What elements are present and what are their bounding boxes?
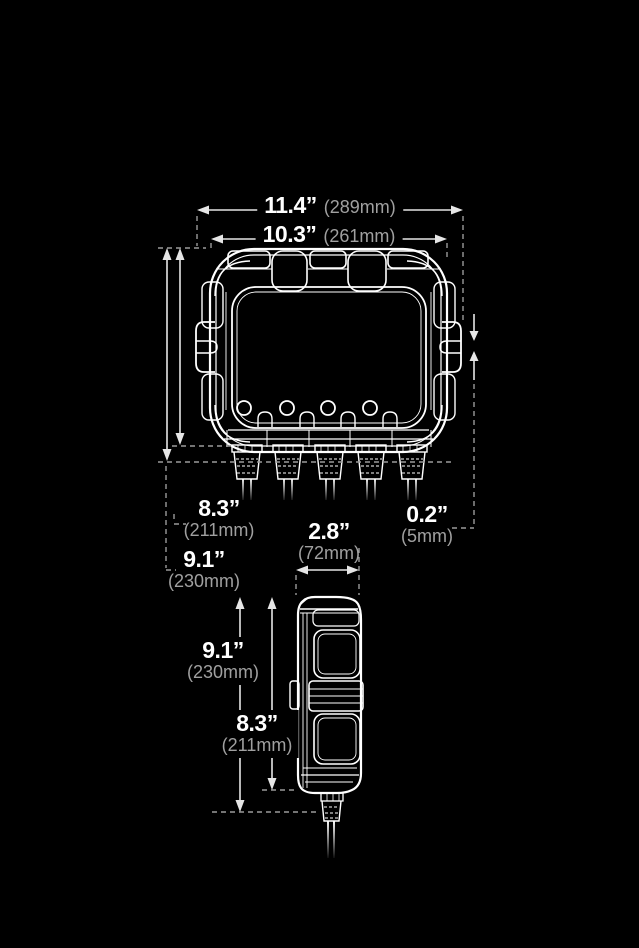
dim-mm-value: (289mm) bbox=[323, 197, 396, 217]
front-face-panel-inner bbox=[236, 291, 422, 424]
power-cable bbox=[327, 821, 335, 858]
connector bbox=[355, 444, 387, 500]
front-face-panel bbox=[231, 286, 427, 429]
dim-label-width-outer: 11.4” (289mm) bbox=[257, 192, 403, 218]
dim-label-front-height-total: 9.1” (230mm) bbox=[167, 546, 241, 592]
corner-accents bbox=[214, 260, 443, 443]
side-top-lip bbox=[312, 609, 360, 627]
dim-inches-value: 8.3” bbox=[198, 495, 240, 521]
bottom-rail bbox=[224, 429, 433, 447]
connector bbox=[272, 444, 304, 500]
output-connectors bbox=[231, 444, 428, 500]
cable bbox=[325, 479, 335, 500]
dim-label-clip-gap: 0.2” (5mm) bbox=[401, 501, 453, 547]
dim-arrow-side-height-total bbox=[235, 597, 245, 812]
dim-mm-value: (230mm) bbox=[186, 662, 260, 683]
dim-arrow-side-height-body bbox=[267, 597, 277, 790]
dim-mm-value: (211mm) bbox=[183, 520, 255, 541]
side-frame-panels bbox=[201, 281, 456, 421]
cable bbox=[283, 479, 293, 500]
dim-label-depth: 2.8” (72mm) bbox=[298, 518, 360, 564]
cable bbox=[366, 479, 376, 500]
dim-inches-value: 10.3” bbox=[262, 221, 317, 247]
front-outer-shell bbox=[208, 247, 449, 454]
connector bbox=[231, 444, 263, 500]
front-inner-shell bbox=[215, 254, 442, 447]
dim-inches-value: 0.2” bbox=[406, 501, 448, 527]
dim-mm-value: (211mm) bbox=[221, 735, 293, 756]
led-indicators bbox=[236, 400, 378, 416]
dim-arrow-front-height-body bbox=[175, 248, 185, 445]
dim-inches-value: 2.8” bbox=[308, 518, 350, 544]
dim-label-width-inner: 10.3” (261mm) bbox=[255, 221, 403, 247]
dim-mm-value: (230mm) bbox=[167, 571, 241, 592]
dim-inches-value: 9.1” bbox=[183, 546, 225, 572]
dim-arrow-depth bbox=[296, 565, 359, 575]
front-view bbox=[195, 247, 462, 500]
mounting-clip-right bbox=[439, 321, 462, 373]
connector bbox=[396, 444, 428, 500]
cable bbox=[407, 479, 417, 500]
side-view bbox=[289, 595, 364, 858]
dim-inches-value: 11.4” bbox=[264, 192, 317, 218]
dim-arrow-front-height-total bbox=[162, 248, 172, 461]
dim-inches-value: 8.3” bbox=[236, 710, 278, 736]
connector bbox=[314, 444, 346, 500]
dim-label-side-height-total: 9.1” (230mm) bbox=[180, 637, 266, 685]
dim-inches-value: 9.1” bbox=[202, 637, 244, 663]
side-connector bbox=[320, 792, 344, 858]
led-indicator bbox=[362, 400, 378, 416]
extension-lines bbox=[158, 216, 475, 813]
led-indicator bbox=[236, 400, 252, 416]
dim-mm-value: (72mm) bbox=[298, 543, 360, 564]
dim-label-side-height-body: 8.3” (211mm) bbox=[215, 710, 299, 758]
top-mounting-tabs bbox=[216, 250, 441, 292]
dim-arrow-clip-gap bbox=[469, 314, 479, 380]
side-bottom-panel bbox=[313, 713, 361, 765]
dim-mm-value: (5mm) bbox=[401, 526, 453, 547]
side-top-panel bbox=[313, 629, 361, 679]
led-indicator bbox=[279, 400, 295, 416]
face-posts bbox=[257, 411, 398, 427]
dim-label-front-height-body: 8.3” (211mm) bbox=[183, 495, 255, 541]
cable bbox=[242, 479, 252, 500]
led-indicator bbox=[320, 400, 336, 416]
mounting-clip-left bbox=[195, 321, 218, 373]
dim-mm-value: (261mm) bbox=[323, 226, 396, 246]
side-back-edge-lines bbox=[302, 613, 308, 788]
side-back-clip bbox=[289, 680, 300, 710]
